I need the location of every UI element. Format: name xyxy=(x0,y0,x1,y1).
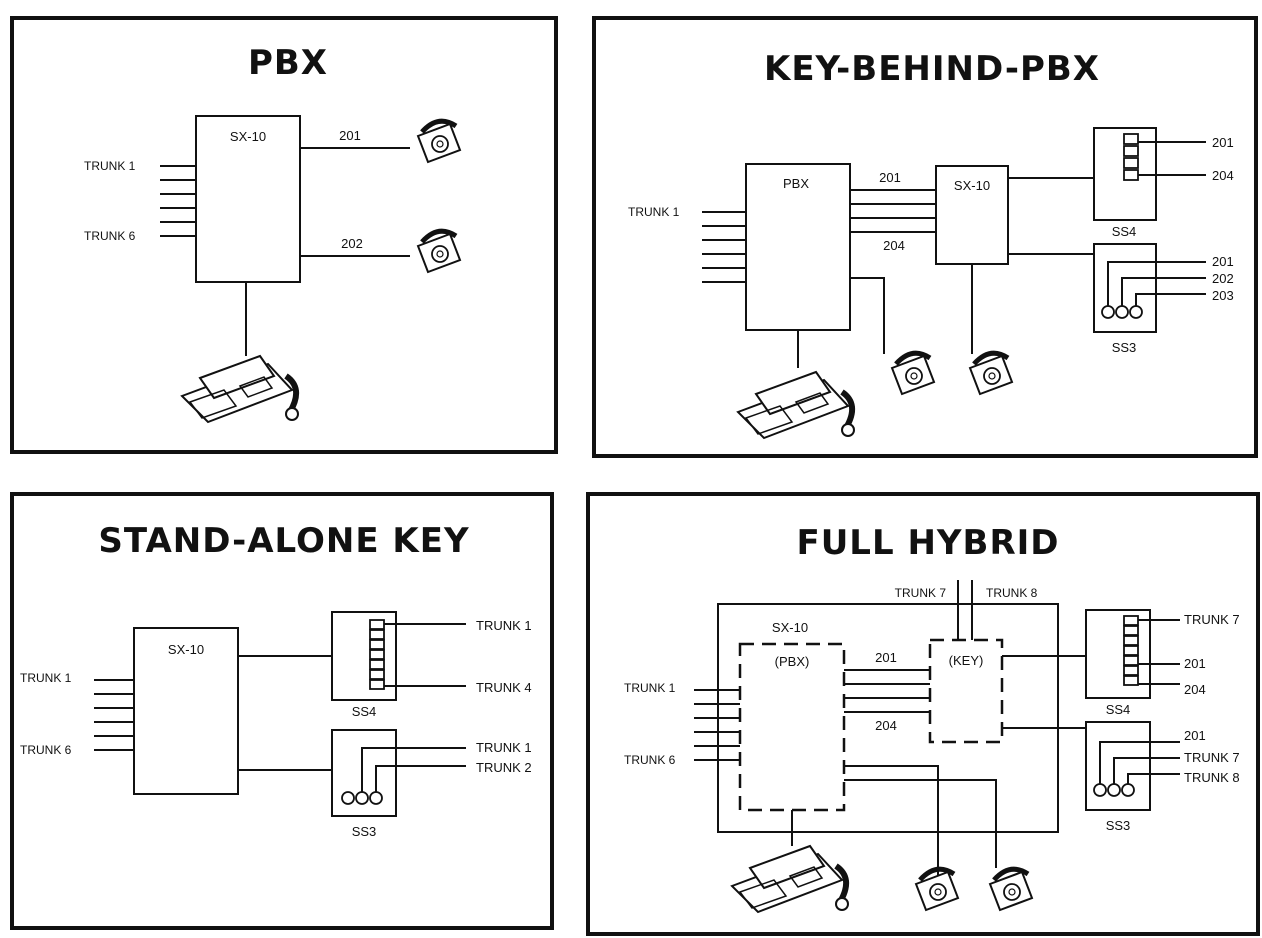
pbx-phone-line xyxy=(850,277,885,354)
panel-frame xyxy=(10,492,554,930)
pbx-section-label: (PBX) xyxy=(775,654,810,669)
trunk-1-label: TRUNK 1 xyxy=(20,671,72,685)
attendant-console-icon xyxy=(182,356,298,422)
trunk-1-label: TRUNK 1 xyxy=(624,681,676,695)
trunk-6-label: TRUNK 6 xyxy=(20,743,72,757)
trunk-lines xyxy=(160,165,196,237)
ss3-201-label: 201 xyxy=(1184,728,1206,743)
ss4-204-label: 204 xyxy=(1212,168,1234,183)
tie-lines xyxy=(850,189,936,233)
phone-line-2 xyxy=(844,779,997,868)
trunk-7-top-label: TRUNK 7 xyxy=(895,586,947,600)
telephone-icon xyxy=(418,231,460,272)
panel-stand-alone-key: STAND-ALONE KEY SX-10 TRUNK 1 TRUNK 6 SS… xyxy=(10,492,554,930)
ss4-buttons xyxy=(1123,615,1139,686)
telephone-icon xyxy=(970,353,1012,394)
ext-201-label: 201 xyxy=(339,128,361,143)
tie-lines xyxy=(844,669,930,713)
ss3-trunk-8-label: TRUNK 8 xyxy=(1184,770,1240,785)
ss4-204-label: 204 xyxy=(1184,682,1206,697)
sx10-label: SX-10 xyxy=(772,620,808,635)
panel-pbx: PBX SX-10 TRUNK 1 TRUNK 6 201 202 xyxy=(10,16,558,454)
pbx-label: PBX xyxy=(783,176,809,191)
phone-line-1 xyxy=(844,765,939,880)
trunk-lines xyxy=(694,689,740,761)
panel-frame xyxy=(586,492,1260,936)
ss3-202-label: 202 xyxy=(1212,271,1234,286)
ss3-trunk-1-label: TRUNK 1 xyxy=(476,740,532,755)
ss3-label: SS3 xyxy=(1106,818,1131,833)
attendant-console-icon xyxy=(732,846,848,912)
trunk-lines xyxy=(94,679,134,751)
ss3-label: SS3 xyxy=(1112,340,1137,355)
sx10-box xyxy=(195,115,301,283)
ss4-buttons xyxy=(1123,133,1139,181)
ss4-201-label: 201 xyxy=(1184,656,1206,671)
key-section xyxy=(928,638,1004,744)
ss3-buttons xyxy=(1093,783,1135,797)
sx10-box xyxy=(133,627,239,795)
panel-title: PBX xyxy=(248,43,328,83)
sx10-label: SX-10 xyxy=(954,178,990,193)
ss4-trunk-1-label: TRUNK 1 xyxy=(476,618,532,633)
ext-202-label: 202 xyxy=(341,236,363,251)
ss3-box xyxy=(1093,243,1157,333)
trunk-6-label: TRUNK 6 xyxy=(84,229,136,243)
ext-201-label: 201 xyxy=(875,650,897,665)
ss3-trunk-7-label: TRUNK 7 xyxy=(1184,750,1240,765)
ss4-buttons xyxy=(369,619,385,690)
ext-201-label: 201 xyxy=(879,170,901,185)
ss3-trunk-2-label: TRUNK 2 xyxy=(476,760,532,775)
ss3-box xyxy=(1085,721,1151,811)
ss3-buttons xyxy=(1101,305,1143,319)
ext-204-label: 204 xyxy=(883,238,905,253)
telephone-icon xyxy=(990,869,1032,910)
panel-frame xyxy=(592,16,1258,458)
panel-key-behind-pbx: KEY-BEHIND-PBX PBX TRUNK 1 SX-10 201 204 xyxy=(592,16,1258,458)
ss4-trunk-7-label: TRUNK 7 xyxy=(1184,612,1240,627)
ss4-label: SS4 xyxy=(1112,224,1137,239)
trunk-6-label: TRUNK 6 xyxy=(624,753,676,767)
telephone-icon xyxy=(418,121,460,162)
ss3-label: SS3 xyxy=(352,824,377,839)
panel-title: STAND-ALONE KEY xyxy=(98,521,469,561)
trunk-8-top-label: TRUNK 8 xyxy=(986,586,1038,600)
trunk-1-label: TRUNK 1 xyxy=(84,159,136,173)
trunk-lines xyxy=(702,211,746,283)
ext-204-label: 204 xyxy=(875,718,897,733)
panel-title: KEY-BEHIND-PBX xyxy=(764,49,1100,89)
telephone-icon xyxy=(892,353,934,394)
panel-frame xyxy=(10,16,558,454)
ss4-201-label: 201 xyxy=(1212,135,1234,150)
ss3-201-label: 201 xyxy=(1212,254,1234,269)
sx10-label: SX-10 xyxy=(230,129,266,144)
panel-title: FULL HYBRID xyxy=(796,523,1059,563)
ss3-buttons xyxy=(341,791,383,805)
ss4-trunk-4-label: TRUNK 4 xyxy=(476,680,532,695)
key-section-label: (KEY) xyxy=(949,653,984,668)
sx10-label: SX-10 xyxy=(168,642,204,657)
ss4-label: SS4 xyxy=(352,704,377,719)
trunk-1-label: TRUNK 1 xyxy=(628,205,680,219)
ss3-203-label: 203 xyxy=(1212,288,1234,303)
ss4-label: SS4 xyxy=(1106,702,1131,717)
telephone-icon xyxy=(916,869,958,910)
panel-full-hybrid: FULL HYBRID SX-10 TRUNK 7 TRUNK 8 (PBX) … xyxy=(586,492,1260,936)
attendant-console-icon xyxy=(738,372,854,438)
